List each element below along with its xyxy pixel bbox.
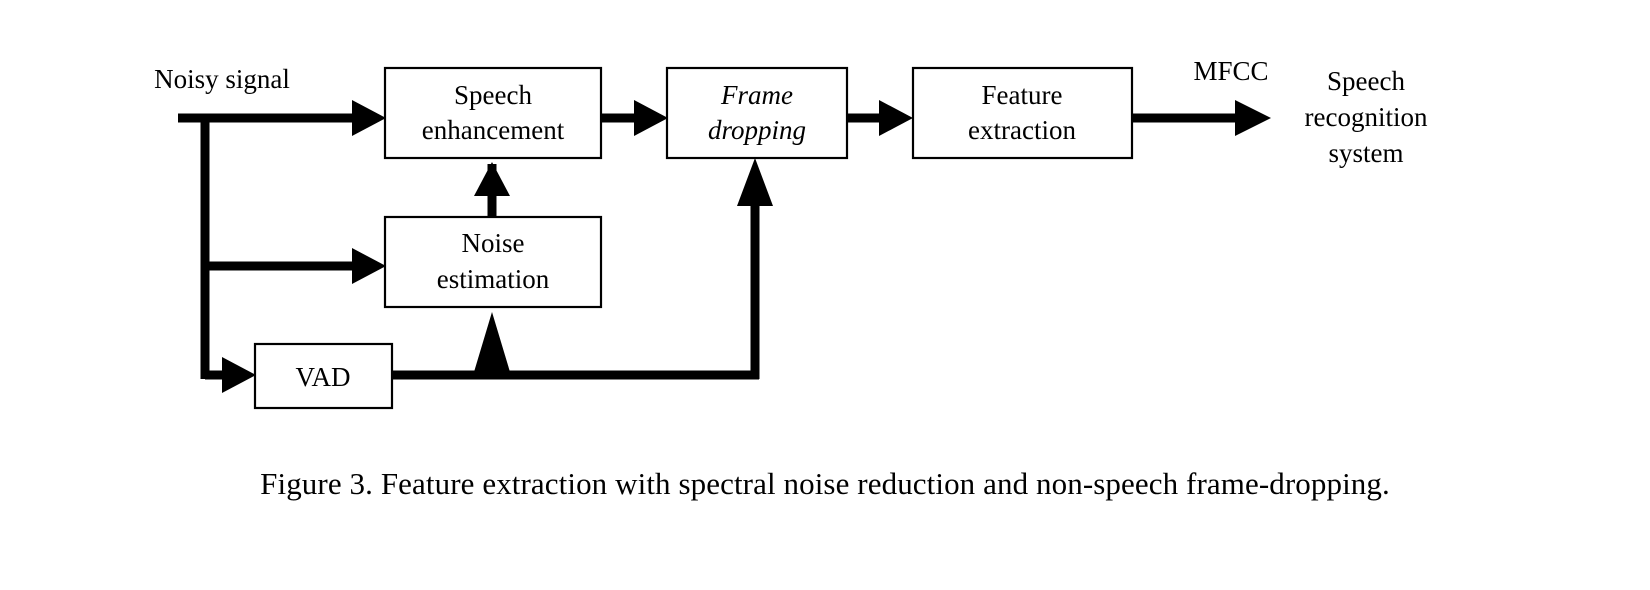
connector-input-to-speech-enhancement (205, 100, 386, 136)
connector-feature-extraction-to-recognition (1131, 100, 1271, 136)
label-speech-recognition-system-line1: Speech (1327, 66, 1405, 96)
node-noise-estimation[interactable]: Noise estimation (383, 215, 603, 309)
node-speech-enhancement-label-line1: Speech (454, 80, 532, 110)
node-feature-extraction-label-line2: extraction (968, 115, 1076, 145)
connector-vad-to-frame-dropping (737, 158, 773, 379)
node-feature-extraction-label-line1: Feature (982, 80, 1063, 110)
node-frame-dropping[interactable]: Frame dropping (665, 66, 849, 160)
connector-input-to-noise-estimation (205, 248, 386, 284)
node-speech-enhancement-label-line2: enhancement (422, 115, 565, 145)
node-vad-label: VAD (295, 362, 350, 392)
node-feature-extraction[interactable]: Feature extraction (911, 66, 1134, 160)
node-vad[interactable]: VAD (253, 342, 394, 410)
figure-caption: Figure 3. Feature extraction with spectr… (260, 466, 1390, 501)
label-speech-recognition-system-line2: recognition (1305, 102, 1428, 132)
connector-noise-estimation-to-speech-enhancement (474, 162, 510, 218)
node-noise-estimation-label-line1: Noise (462, 228, 525, 258)
node-noise-estimation-label-line2: estimation (437, 264, 550, 294)
label-speech-recognition-system: Speech recognition system (1305, 66, 1428, 168)
label-mfcc: MFCC (1193, 56, 1268, 86)
node-speech-enhancement[interactable]: Speech enhancement (383, 66, 603, 160)
connector-speech-enhancement-to-frame-dropping (601, 100, 668, 136)
connector-noisy-signal-trunk (178, 113, 210, 379)
label-speech-recognition-system-line3: system (1328, 138, 1403, 168)
node-frame-dropping-label-line2: dropping (708, 115, 806, 145)
connector-input-to-vad (205, 357, 256, 393)
connector-frame-dropping-to-feature-extraction (846, 100, 913, 136)
node-frame-dropping-label-line1: Frame (720, 80, 793, 110)
connector-vad-to-noise-estimation (474, 312, 510, 379)
label-noisy-signal: Noisy signal (154, 64, 290, 94)
